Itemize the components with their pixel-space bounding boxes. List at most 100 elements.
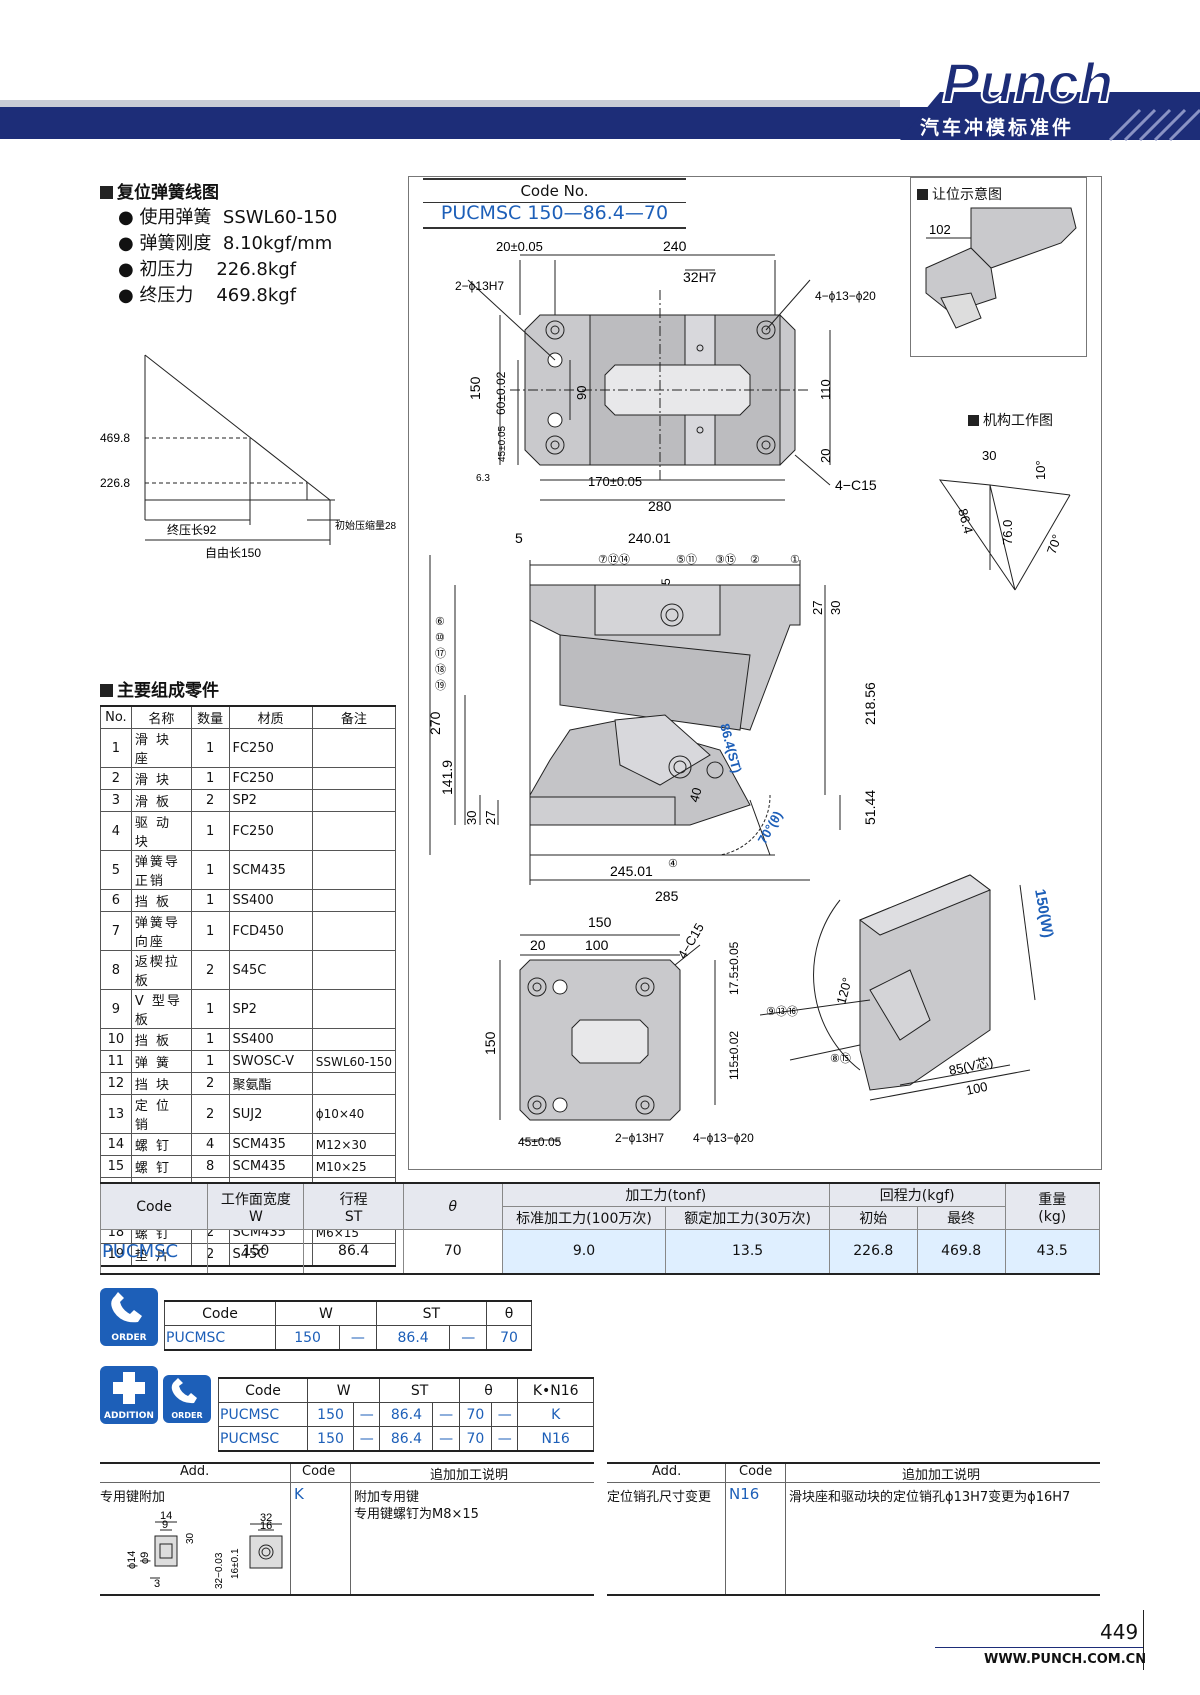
- spec-h-theta: θ: [402, 1182, 503, 1230]
- parts-cell: 弹 簧: [130, 1050, 192, 1073]
- parts-cell: 4: [190, 1133, 230, 1156]
- bot-w100: 100: [585, 937, 609, 953]
- parts-cell: [311, 767, 397, 790]
- parts-cell: 1: [190, 1028, 230, 1051]
- parts-cell: 10: [100, 1028, 132, 1051]
- code-no-value: PUCMSC 150—86.4—70: [423, 202, 686, 229]
- callout-6: ⑥: [435, 616, 445, 628]
- parts-cell: 8: [100, 950, 132, 990]
- parts-cell: 滑 板: [130, 789, 192, 812]
- svg-text:ϕ14: ϕ14: [126, 1551, 138, 1569]
- parts-cell: 2: [190, 1072, 230, 1095]
- parts-cell: M12×30: [311, 1133, 397, 1156]
- bot-c15: 4−C15: [675, 921, 707, 962]
- parts-cell: 3: [100, 789, 132, 812]
- parts-cell: 5: [100, 850, 132, 890]
- callout-2: ②: [750, 554, 760, 566]
- special-key-drawing: 14 9 30 ϕ14 ϕ9 3 32 16 32−0.03 16±0.1: [126, 1510, 283, 1590]
- svg-text:ϕ9: ϕ9: [139, 1552, 151, 1564]
- clearance-dim: 102: [929, 222, 951, 237]
- callout-17: ⑰: [435, 647, 446, 660]
- parts-cell: SS400: [228, 889, 313, 912]
- parts-cell: 返楔拉板: [130, 950, 192, 990]
- callout-4: ④: [668, 858, 678, 870]
- col-no: No.: [100, 705, 132, 729]
- add-right-code: N16: [729, 1485, 760, 1503]
- side-w285: 285: [655, 888, 679, 904]
- iso-callout-1: ⑨⑬⑯: [766, 1005, 798, 1018]
- header-subtitle: 汽车冲模标准件: [920, 117, 1075, 139]
- parts-cell: [311, 811, 397, 851]
- parts-cell: 2: [190, 1094, 230, 1134]
- parts-cell: 7: [100, 911, 132, 951]
- parts-cell: 1: [190, 811, 230, 851]
- parts-cell: 1: [190, 1050, 230, 1073]
- parts-cell: 9: [100, 989, 132, 1029]
- top-h20: 20: [818, 449, 833, 463]
- bottom-view-drawing: 150 20 100 4−C15 17.5±0.05 150 115±0.02 …: [482, 914, 754, 1149]
- order-badge: ORDER: [100, 1288, 158, 1346]
- svg-text:16±0.1: 16±0.1: [230, 1548, 241, 1579]
- svg-text:3: 3: [154, 1578, 160, 1590]
- parts-cell: SSWL60-150: [311, 1050, 397, 1073]
- add-left-desc2: 专用键螺钉为M8×15: [354, 1507, 479, 1522]
- side-h27: 27: [810, 601, 825, 615]
- side-h141: 141.9: [439, 760, 455, 795]
- parts-cell: [311, 989, 397, 1029]
- top-w170: 170±0.05: [588, 474, 642, 489]
- parts-cell: SP2: [228, 989, 313, 1029]
- parts-cell: [311, 889, 397, 912]
- side-h51: 51.44: [862, 790, 878, 825]
- col-material: 材质: [228, 705, 313, 729]
- parts-cell: 弹簧导正销: [130, 850, 192, 890]
- iso-view-drawing: 150(W) 120° 85(V芯) 100 ⑨⑬⑯ ⑧⑮: [760, 874, 1056, 1101]
- footer-url: WWW.PUNCH.COM.CN: [984, 1652, 1147, 1667]
- top-hole2: 4−ϕ13−ϕ20: [815, 289, 876, 303]
- svg-text:32−0.03: 32−0.03: [214, 1552, 225, 1589]
- callout-7-12-14: ⑦⑫⑭: [598, 553, 630, 566]
- parts-cell: 12: [100, 1072, 132, 1095]
- parts-cell: FC250: [228, 728, 313, 768]
- add-left-code: K: [294, 1485, 304, 1503]
- svg-text:14: 14: [160, 1510, 172, 1522]
- parts-cell: S45C: [228, 950, 313, 990]
- clearance-box: 让位示意图 102: [910, 177, 1087, 357]
- add-left-name: 专用键附加: [100, 1490, 166, 1505]
- mech-d30: 30: [982, 448, 996, 463]
- parts-header-row: No. 名称 数量 材质 备注: [100, 705, 397, 729]
- bot-hole2: 4−ϕ13−ϕ20: [693, 1131, 754, 1145]
- add-right-desc: 滑块座和驱动块的定位销孔ϕ13H7变更为ϕ16H7: [789, 1490, 1071, 1505]
- mech-d76: 76.0: [1000, 520, 1015, 545]
- callout-18: ⑱: [435, 663, 446, 676]
- parts-cell: 15: [100, 1155, 132, 1178]
- parts-cell: 2: [100, 767, 132, 790]
- parts-cell: 驱 动 块: [130, 811, 192, 851]
- parts-cell: SCM435: [228, 1155, 313, 1178]
- parts-cell: SWOSC-V: [228, 1050, 313, 1073]
- mech-d10: 10°: [1033, 460, 1048, 480]
- bot-w45: 45±0.05: [518, 1135, 562, 1149]
- parts-cell: 1: [100, 728, 132, 768]
- parts-cell: SS400: [228, 1028, 313, 1051]
- iso-d100: 100: [965, 1079, 989, 1098]
- order-row: PUCMSC 150 — 86.4 — 70: [164, 1325, 532, 1351]
- iso-angle: 120°: [833, 976, 854, 1006]
- parts-cell: 滑 块: [130, 767, 192, 790]
- side-d5: 5: [515, 530, 523, 546]
- add-right-block: Add. Code 追加加工说明 定位销孔尺寸变更 N16 滑块座和驱动块的定位…: [607, 1462, 1100, 1596]
- side-d240: 240.01: [628, 530, 671, 546]
- y-high-label: 469.8: [100, 431, 130, 445]
- parts-cell: SP2: [228, 789, 313, 812]
- top-h45: 45±0.05: [497, 425, 508, 462]
- top-h110: 110: [818, 379, 833, 400]
- parts-cell: 1: [190, 889, 230, 912]
